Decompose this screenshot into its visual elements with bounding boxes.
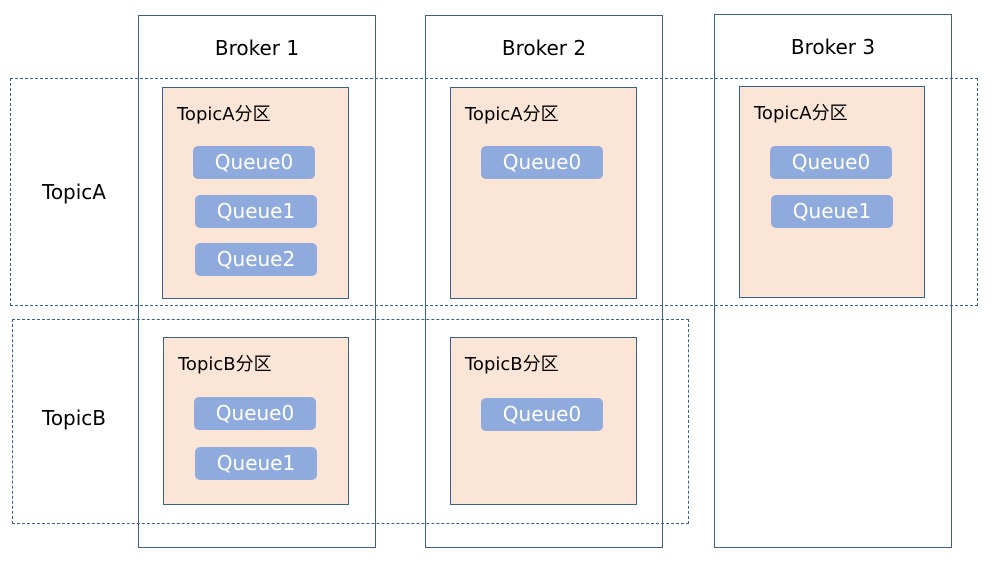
broker-1-title: Broker 1 bbox=[214, 36, 300, 60]
partition-label: TopicA分区 bbox=[177, 104, 271, 125]
queue-0: Queue0 bbox=[193, 146, 315, 179]
topic-b-label: TopicB bbox=[42, 406, 107, 430]
broker-1-box: Broker 1 bbox=[138, 15, 376, 548]
queue-0: Queue0 bbox=[481, 398, 603, 431]
partition-label: TopicB分区 bbox=[465, 354, 559, 375]
partition-label: TopicA分区 bbox=[465, 104, 559, 125]
queue-0: Queue0 bbox=[481, 146, 603, 179]
partition-label: TopicB分区 bbox=[178, 354, 272, 375]
broker-2-topic-b-partition: TopicB分区 Queue0 bbox=[450, 337, 637, 505]
broker-1-topic-b-partition: TopicB分区 Queue0 Queue1 bbox=[163, 337, 349, 505]
queue-1: Queue1 bbox=[771, 195, 893, 228]
broker-3-topic-a-partition: TopicA分区 Queue0 Queue1 bbox=[739, 86, 925, 298]
topic-b-group bbox=[12, 319, 689, 524]
topic-a-label: TopicA bbox=[42, 180, 106, 204]
queue-1: Queue1 bbox=[195, 447, 317, 480]
topic-a-group bbox=[10, 78, 978, 306]
broker-2-title: Broker 2 bbox=[501, 36, 587, 60]
broker-3-box: Broker 3 bbox=[714, 14, 952, 548]
queue-0: Queue0 bbox=[194, 397, 316, 430]
broker-2-topic-a-partition: TopicA分区 Queue0 bbox=[450, 87, 637, 299]
queue-0: Queue0 bbox=[770, 146, 892, 179]
broker-1-topic-a-partition: TopicA分区 Queue0 Queue1 Queue2 bbox=[162, 87, 349, 299]
broker-2-box: Broker 2 bbox=[425, 15, 663, 548]
queue-1: Queue1 bbox=[195, 195, 317, 228]
broker-3-title: Broker 3 bbox=[790, 35, 876, 59]
partition-label: TopicA分区 bbox=[754, 103, 848, 124]
queue-2: Queue2 bbox=[195, 243, 317, 276]
